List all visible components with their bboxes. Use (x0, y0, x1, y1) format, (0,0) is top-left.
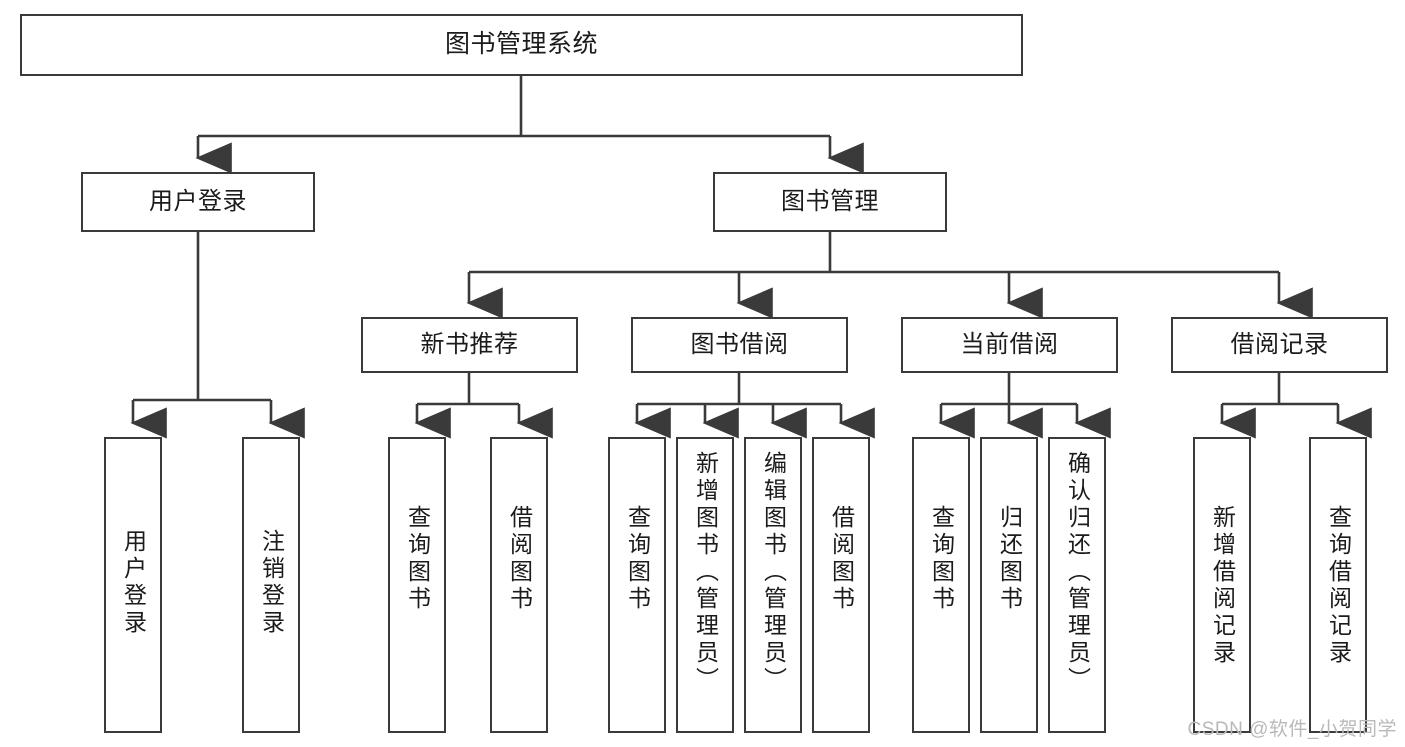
node-label: 查询借阅记录 (1325, 505, 1352, 667)
node-leaf-query-book-borrow[interactable]: 查询图书 (608, 437, 666, 733)
node-user-login[interactable]: 用户登录 (81, 172, 315, 232)
node-leaf-borrow-book-recommend[interactable]: 借阅图书 (490, 437, 548, 733)
node-book-management[interactable]: 图书管理 (713, 172, 947, 232)
node-book-borrow[interactable]: 图书借阅 (631, 317, 848, 373)
node-label: 查询图书 (624, 505, 651, 613)
node-label: 借阅图书 (828, 505, 855, 613)
node-label: 图书管理系统 (444, 30, 598, 59)
node-label: 编辑图书（管理员） (760, 451, 787, 694)
node-label: 借阅图书 (506, 505, 533, 613)
node-label: 图书借阅 (690, 330, 789, 358)
node-leaf-query-borrow-record[interactable]: 查询借阅记录 (1309, 437, 1367, 733)
node-label: 查询图书 (404, 505, 431, 613)
node-label: 归还图书 (996, 505, 1023, 613)
node-leaf-confirm-return-admin[interactable]: 确认归还（管理员） (1048, 437, 1106, 733)
node-new-book-recommend[interactable]: 新书推荐 (361, 317, 578, 373)
node-label: 新增借阅记录 (1209, 505, 1236, 667)
node-leaf-return-book[interactable]: 归还图书 (980, 437, 1038, 733)
node-label: 图书管理 (781, 187, 879, 215)
node-leaf-user-login[interactable]: 用户登录 (104, 437, 162, 733)
node-leaf-borrow-book[interactable]: 借阅图书 (812, 437, 870, 733)
node-leaf-add-book-admin[interactable]: 新增图书（管理员） (676, 437, 734, 733)
node-label: 用户登录 (149, 187, 247, 215)
node-label: 当前借阅 (960, 330, 1059, 358)
node-label: 注销登录 (258, 529, 285, 637)
node-label: 查询图书 (928, 505, 955, 613)
node-label: 借阅记录 (1230, 330, 1329, 358)
node-current-borrow[interactable]: 当前借阅 (901, 317, 1118, 373)
node-leaf-query-book-current[interactable]: 查询图书 (912, 437, 970, 733)
node-label: 新书推荐 (420, 330, 519, 358)
node-leaf-query-book-recommend[interactable]: 查询图书 (388, 437, 446, 733)
node-root-book-management-system[interactable]: 图书管理系统 (20, 14, 1023, 76)
node-leaf-logout[interactable]: 注销登录 (242, 437, 300, 733)
node-label: 用户登录 (120, 529, 147, 637)
node-leaf-edit-book-admin[interactable]: 编辑图书（管理员） (744, 437, 802, 733)
node-label: 新增图书（管理员） (692, 451, 719, 694)
node-borrow-record[interactable]: 借阅记录 (1171, 317, 1388, 373)
node-leaf-add-borrow-record[interactable]: 新增借阅记录 (1193, 437, 1251, 733)
watermark-text: CSDN @软件_小贺同学 (1187, 719, 1397, 740)
node-label: 确认归还（管理员） (1064, 451, 1091, 694)
